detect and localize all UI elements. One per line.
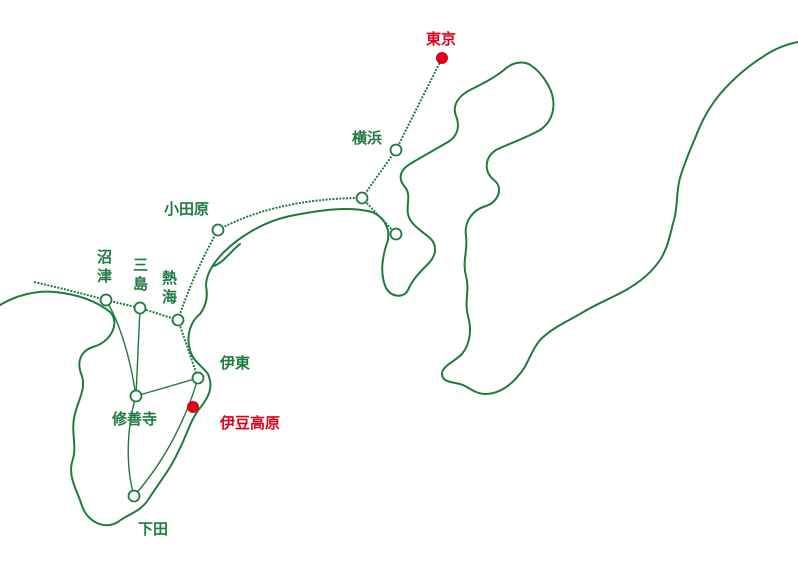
station-tokyo[interactable] bbox=[436, 52, 448, 64]
station-junction[interactable] bbox=[355, 191, 369, 205]
station-ito[interactable] bbox=[191, 371, 205, 385]
station-kamakura[interactable] bbox=[389, 227, 403, 241]
label-numazu-1: 沼 bbox=[97, 248, 112, 266]
coastline-sagami-detail bbox=[213, 243, 241, 267]
station-numazu[interactable] bbox=[99, 293, 113, 307]
station-atami[interactable] bbox=[171, 313, 185, 327]
label-yokohama: 横浜 bbox=[352, 129, 382, 147]
coastline-izu-sagami bbox=[0, 41, 798, 527]
route-shuzenji-shimoda bbox=[127, 395, 137, 497]
station-odawara[interactable] bbox=[211, 223, 225, 237]
label-tokyo: 東京 bbox=[426, 30, 456, 48]
station-mishima[interactable] bbox=[133, 301, 147, 315]
route-shuzenji-ito bbox=[135, 377, 199, 397]
label-odawara: 小田原 bbox=[164, 200, 209, 218]
label-numazu-2: 津 bbox=[97, 267, 112, 285]
route-mishima-shuzenji bbox=[135, 307, 141, 397]
label-atami-2: 海 bbox=[162, 288, 177, 306]
label-atami-1: 熱 bbox=[162, 269, 177, 287]
rail-ito bbox=[177, 319, 199, 379]
label-mishima-1: 三 bbox=[133, 256, 148, 274]
label-mishima-2: 島 bbox=[133, 275, 148, 293]
station-yokohama[interactable] bbox=[389, 143, 403, 157]
station-izukogen[interactable] bbox=[187, 401, 199, 413]
route-numazu-shuzenji bbox=[105, 299, 137, 397]
label-ito: 伊東 bbox=[219, 354, 250, 372]
route-ito-shimoda bbox=[133, 377, 199, 497]
rail-tokaido bbox=[33, 57, 443, 322]
station-shuzenji[interactable] bbox=[129, 389, 143, 403]
label-shuzenji: 修善寺 bbox=[111, 410, 157, 428]
label-shimoda: 下田 bbox=[138, 520, 168, 538]
label-izukogen: 伊豆高原 bbox=[219, 414, 280, 432]
rail-yokosuka bbox=[361, 197, 397, 235]
station-shimoda[interactable] bbox=[127, 489, 141, 503]
